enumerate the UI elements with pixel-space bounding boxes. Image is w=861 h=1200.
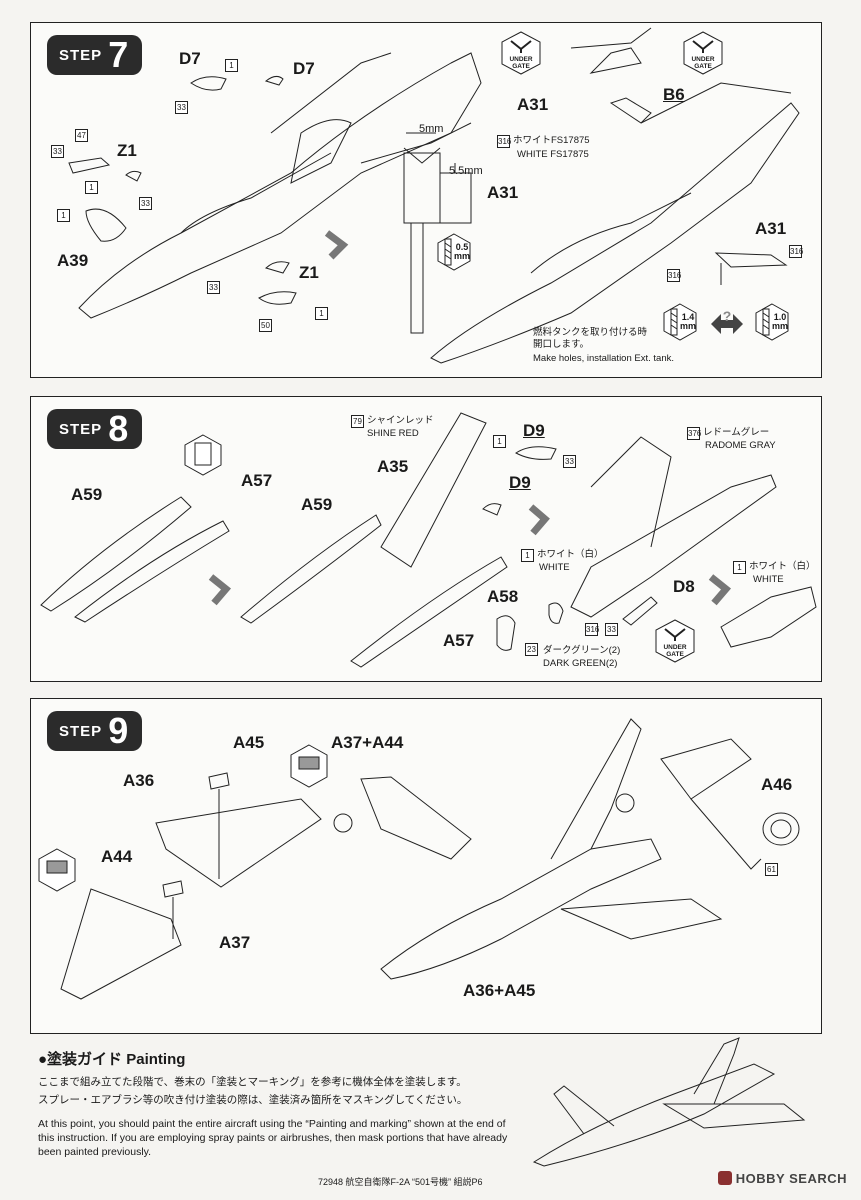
part-label-a31: A31 — [755, 219, 787, 238]
step7-drawing — [68, 27, 800, 364]
part-number-box: 1 — [315, 307, 328, 320]
part-label-d8: D8 — [673, 577, 695, 596]
part-number-box: 47 — [75, 129, 88, 142]
painting-text-en: At this point, you should paint the enti… — [38, 1118, 508, 1158]
step9-badge: STEP 9 — [47, 711, 143, 751]
part-label-a57: A57 — [241, 471, 273, 490]
step7-badge: STEP 7 — [47, 35, 143, 75]
part-label-a31: A31 — [517, 95, 549, 114]
step9-panel: STEP 9 — [30, 698, 822, 1034]
part-label-a46: A46 — [761, 775, 793, 794]
paint-radome-jp: レドームグレー — [703, 427, 770, 438]
part-number-box: 33 — [51, 145, 64, 158]
painting-text-jp: スプレー・エアブラシ等の吹き付け塗装の際は、塗装済み箇所をマスキングしてください… — [38, 1094, 468, 1106]
part-label-z1: Z1 — [117, 141, 137, 160]
paint-shine-red-en: SHINE RED — [367, 428, 419, 439]
paint-shine-red-jp: シャインレッド — [367, 415, 434, 426]
part-label-a59: A59 — [301, 495, 333, 514]
part-number-box: 316 — [497, 135, 512, 148]
paint-callout-en: WHITE FS17875 — [517, 149, 589, 160]
tank-note-jp: 燃料タンクを取り付ける時 開口します。 — [533, 327, 648, 350]
part-label-d9: D9 — [509, 473, 531, 492]
drill-hole-icon: 0.5 mm — [437, 233, 471, 271]
step8-drawing — [40, 412, 817, 668]
part-label-a39: A39 — [57, 251, 89, 270]
part-label-d7: D7 — [179, 49, 201, 68]
under-gate-icon: UNDER GATE — [501, 31, 541, 75]
brand-logo-icon — [717, 1171, 732, 1185]
part-number-box: 1 — [85, 181, 98, 194]
question-arrow-icon: ? — [709, 308, 745, 339]
part-label-a44: A44 — [101, 847, 133, 866]
paint-white-jp: ホワイト（白） — [749, 561, 816, 572]
page-footer: 72948 航空自衛隊F-2A “501号機” 組説P6 — [318, 1177, 483, 1187]
tank-note-en: Make holes, installation Ext. tank. — [533, 353, 674, 364]
step7-panel: STEP 7 — [30, 22, 822, 378]
part-number-box: 33 — [139, 197, 152, 210]
part-label-a31: A31 — [487, 183, 519, 202]
part-number-box: 316 — [585, 623, 600, 636]
painting-text-jp: ここまで組み立てた段階で、巻末の「塗装とマーキング」を参考に機体全体を塗装します… — [38, 1076, 467, 1088]
part-label-z1: Z1 — [299, 263, 319, 282]
part-label-a37-a44: A37+A44 — [331, 733, 404, 752]
step8-badge: STEP 8 — [47, 409, 143, 449]
part-number-box: 316 — [667, 269, 682, 282]
part-number-box: 316 — [789, 245, 804, 258]
paint-white-jp: ホワイト（白） — [537, 549, 604, 560]
paint-white-en: WHITE — [753, 574, 784, 585]
part-number-box: 50 — [259, 319, 272, 332]
part-number-box: 23 — [525, 643, 538, 656]
part-number-box: 33 — [605, 623, 618, 636]
drill-hole-icon: 1.4 mm — [663, 303, 697, 341]
part-label-a35: A35 — [377, 457, 409, 476]
part-label-b6: B6 — [663, 85, 685, 104]
part-number-box: 1 — [225, 59, 238, 72]
part-label-d7: D7 — [293, 59, 315, 78]
part-number-box: 1 — [57, 209, 70, 222]
drill-hole-icon: 1.0 mm — [755, 303, 789, 341]
paint-dark-green-en: DARK GREEN(2) — [543, 658, 618, 669]
part-number-box: 1 — [493, 435, 506, 448]
part-number-box: 61 — [765, 863, 778, 876]
part-label-a59: A59 — [71, 485, 103, 504]
part-number-box: 1 — [733, 561, 746, 574]
brand-watermark: HOBBY SEARCH — [717, 1171, 847, 1186]
under-gate-icon: UNDER GATE — [655, 619, 695, 663]
paint-radome-en: RADOME GRAY — [705, 440, 776, 451]
part-label-a57: A57 — [443, 631, 475, 650]
part-label-a36: A36 — [123, 771, 155, 790]
part-label-a45: A45 — [233, 733, 265, 752]
under-gate-icon: UNDER GATE — [683, 31, 723, 75]
dimension-label: 5mm — [419, 123, 444, 135]
part-label-d9: D9 — [523, 421, 545, 440]
paint-white-en: WHITE — [539, 562, 570, 573]
step8-panel: STEP 8 — [30, 396, 822, 682]
painting-guide: ●塗装ガイド Painting ここまで組み立てた段階で、巻末の「塗装とマーキン… — [38, 1048, 518, 1163]
painting-title: ●塗装ガイド Painting — [38, 1051, 186, 1068]
part-number-box: 33 — [563, 455, 576, 468]
part-number-box: 1 — [521, 549, 534, 562]
paint-callout-jp: ホワイトFS17875 — [513, 135, 590, 146]
part-number-box: 33 — [207, 281, 220, 294]
step9-drawing — [38, 718, 800, 1000]
part-label-a37: A37 — [219, 933, 251, 952]
part-label-a36-a45: A36+A45 — [463, 981, 536, 1000]
paint-dark-green-jp: ダークグリーン(2) — [543, 645, 621, 656]
part-number-box: 79 — [351, 415, 364, 428]
part-number-box: 33 — [175, 101, 188, 114]
finished-aircraft-illustration — [532, 1037, 806, 1167]
part-label-a58: A58 — [487, 587, 519, 606]
svg-text:?: ? — [723, 309, 732, 324]
part-number-box: 376 — [687, 427, 702, 440]
dimension-label: 5.5mm — [449, 165, 483, 177]
